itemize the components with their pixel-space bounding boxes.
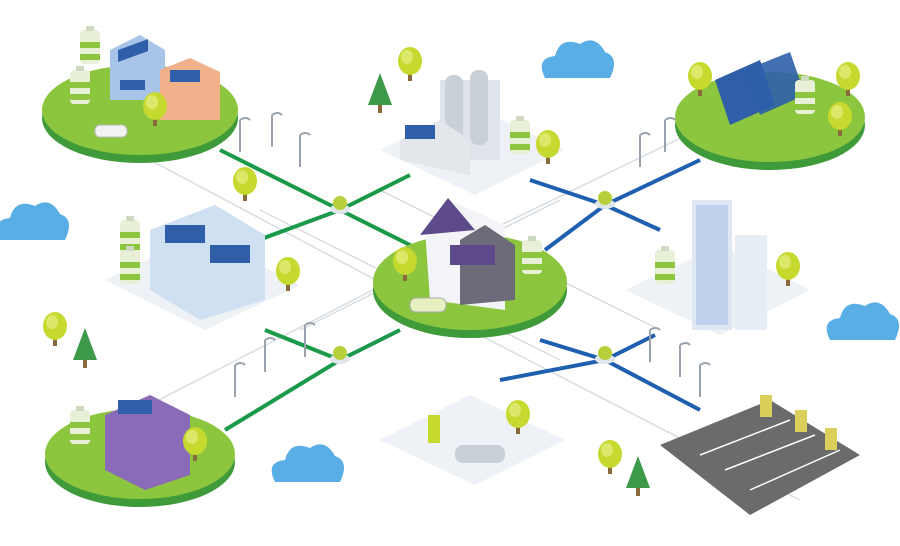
office-tower-tile	[625, 200, 810, 335]
residential-island	[42, 26, 238, 163]
cloud-icon	[826, 302, 899, 340]
solar-farm-island	[675, 52, 865, 170]
ev-charging-tile	[380, 395, 565, 485]
parking-lot	[660, 395, 860, 515]
cloud-icon	[541, 40, 614, 78]
shop-island	[45, 395, 235, 507]
factory-tile	[380, 70, 565, 195]
central-house-island	[373, 198, 567, 338]
cloud-icon	[271, 444, 344, 482]
office-tile	[105, 205, 300, 330]
cloud-icon	[0, 202, 69, 240]
